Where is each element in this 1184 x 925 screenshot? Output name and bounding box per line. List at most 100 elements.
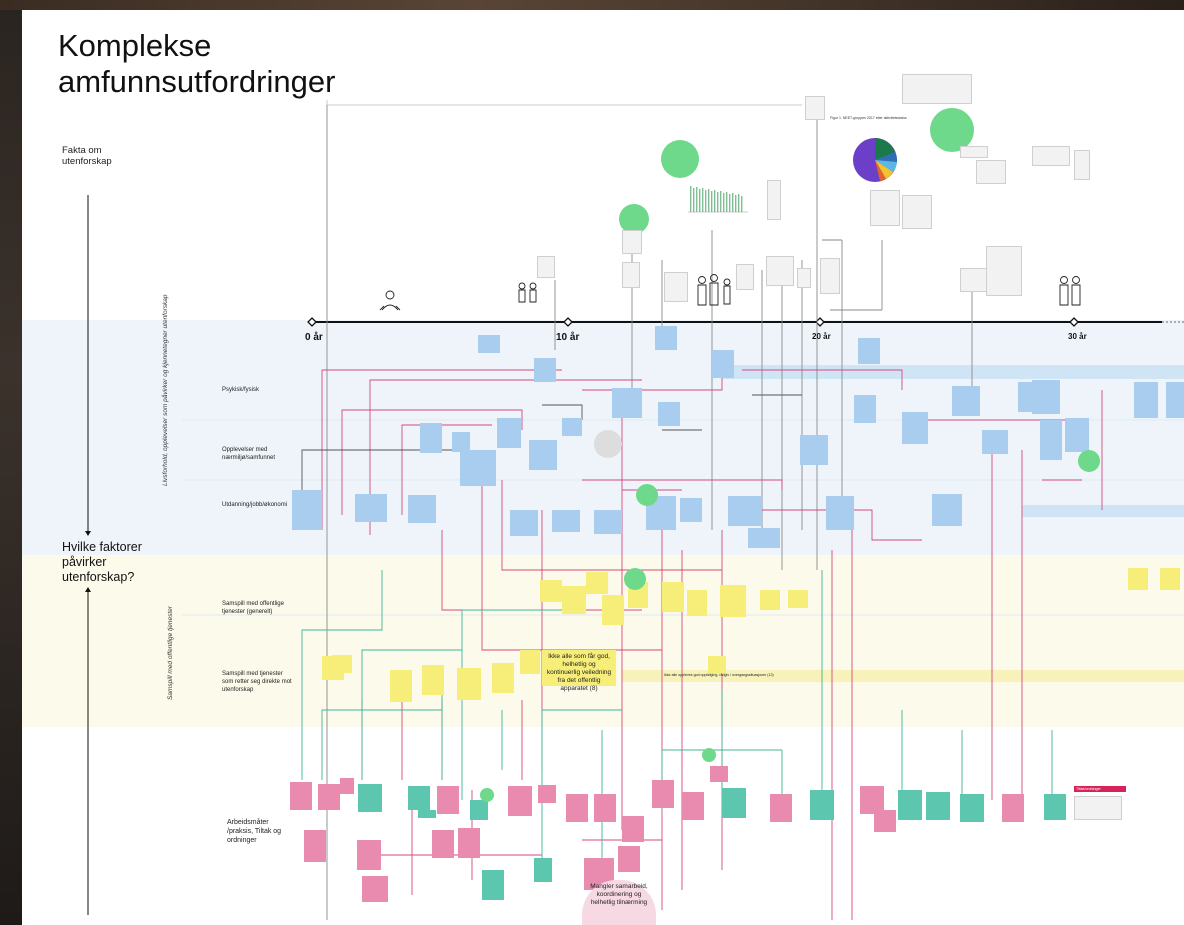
journey-map-board: Komplekse amfunnsutfordringer Fakta om u… bbox=[22, 10, 1184, 925]
blue-note bbox=[655, 326, 677, 350]
samspill-vertical-label: Samspill med offentlige tjenester bbox=[167, 606, 174, 700]
fact-note bbox=[736, 264, 754, 290]
fact-note bbox=[1032, 146, 1070, 166]
pink-note bbox=[566, 794, 588, 822]
yellow-note bbox=[390, 670, 412, 702]
teal-note bbox=[960, 794, 984, 822]
teal-note bbox=[898, 790, 922, 820]
livsforhold-vertical-label: Livsforhold, opplevelser som påvirker og… bbox=[162, 294, 169, 487]
teal-note bbox=[810, 790, 834, 820]
page-title: Komplekse amfunnsutfordringer bbox=[58, 28, 336, 99]
pink-note bbox=[874, 810, 896, 832]
pink-note bbox=[432, 830, 454, 858]
yellow-note bbox=[492, 663, 514, 693]
teal-note bbox=[926, 792, 950, 820]
yellow-note bbox=[457, 668, 481, 700]
blue-note bbox=[858, 338, 880, 364]
teal-note bbox=[1044, 794, 1066, 820]
blue-note bbox=[562, 418, 582, 436]
pink-note bbox=[1002, 794, 1024, 822]
question-bubble bbox=[1078, 450, 1100, 472]
pink-note bbox=[682, 792, 704, 820]
pink-note bbox=[437, 786, 459, 814]
blue-note bbox=[748, 528, 780, 548]
fact-note bbox=[766, 256, 794, 286]
yellow-note bbox=[422, 665, 444, 695]
mangler-callout: Mangler samarbeid, koordinering og helhe… bbox=[582, 880, 656, 925]
mini-bar-chart bbox=[688, 186, 748, 213]
connector-lines bbox=[85, 100, 1184, 920]
pink-note bbox=[318, 784, 340, 810]
question-bubble bbox=[661, 140, 699, 178]
tick-10: 10 år bbox=[556, 332, 580, 343]
pink-note bbox=[458, 828, 480, 858]
blue-note bbox=[1134, 382, 1158, 418]
question-bubble bbox=[930, 108, 974, 152]
pink-note bbox=[770, 794, 792, 822]
blue-note bbox=[292, 490, 322, 530]
blue-note bbox=[497, 418, 521, 448]
question-bubble bbox=[702, 748, 716, 762]
teal-note bbox=[722, 788, 746, 818]
grey-bubble bbox=[594, 430, 622, 458]
blue-note bbox=[534, 358, 556, 382]
fact-note bbox=[960, 146, 988, 158]
pink-note bbox=[538, 785, 556, 803]
yellow-note bbox=[1128, 568, 1148, 590]
fact-note bbox=[767, 180, 781, 220]
blue-note bbox=[932, 494, 962, 526]
fact-note bbox=[797, 268, 811, 288]
row-utdanning: Utdanning/jobb/økonomi bbox=[222, 502, 288, 508]
yellow-note bbox=[687, 590, 707, 616]
fact-note bbox=[902, 74, 972, 104]
pink-note bbox=[304, 830, 326, 862]
fact-note bbox=[805, 96, 825, 120]
row-samspill-generelt: Samspill med offentlige tjenester (gener… bbox=[222, 601, 284, 615]
pink-note bbox=[357, 840, 381, 870]
teal-note bbox=[470, 800, 488, 820]
fact-note bbox=[622, 230, 642, 254]
fact-note bbox=[664, 272, 688, 302]
fact-note bbox=[870, 190, 900, 226]
fact-note bbox=[902, 195, 932, 229]
blue-note bbox=[612, 388, 642, 418]
fact-note bbox=[1074, 150, 1090, 180]
yellow-note bbox=[586, 572, 608, 594]
neet-pie-figure: Figur 1. NEET-gruppen 2017 etter aktivit… bbox=[830, 116, 930, 196]
fact-note bbox=[960, 268, 988, 292]
blue-note bbox=[712, 350, 734, 378]
highlight-bar-text: Ikke alle oppleves god oppfølging, rådgi… bbox=[664, 673, 774, 677]
pink-note bbox=[508, 786, 532, 816]
question-bubble bbox=[619, 204, 649, 234]
pie-chart bbox=[853, 138, 898, 182]
pink-note bbox=[340, 778, 354, 794]
teal-note bbox=[358, 784, 382, 812]
pink-note bbox=[594, 794, 616, 822]
yellow-note bbox=[332, 655, 352, 673]
blue-note bbox=[680, 498, 702, 522]
row-samspill-direkte: Samspill med tjenester som retter seg di… bbox=[222, 671, 292, 693]
fakta-label: Fakta om utenforskap bbox=[62, 145, 112, 167]
blue-note bbox=[478, 335, 500, 353]
yellow-note bbox=[708, 656, 726, 674]
blue-note bbox=[460, 450, 496, 486]
pink-note bbox=[622, 816, 644, 842]
question-bubble bbox=[636, 484, 658, 506]
fact-note bbox=[976, 160, 1006, 184]
row-psykisk: Psykisk/fysisk bbox=[222, 387, 260, 393]
blue-note bbox=[552, 510, 580, 532]
legend-note bbox=[1074, 796, 1122, 820]
row-opplevelser: Opplevelser med nærmiljø/samfunnet bbox=[222, 447, 276, 461]
legend-red-label: Tiltak/ordninger bbox=[1074, 786, 1126, 792]
fact-note bbox=[986, 246, 1022, 296]
pink-note bbox=[860, 786, 884, 814]
pink-note bbox=[362, 876, 388, 902]
bar-chart-figure bbox=[688, 180, 768, 214]
hvilke-faktorer-label: Hvilke faktorer påvirker utenforskap? bbox=[62, 540, 142, 584]
yellow-note bbox=[562, 586, 586, 614]
blue-note bbox=[510, 510, 538, 536]
tick-30: 30 år bbox=[1068, 332, 1087, 341]
blue-note bbox=[355, 494, 387, 522]
yellow-note bbox=[720, 585, 746, 617]
tick-0: 0 år bbox=[305, 332, 323, 343]
